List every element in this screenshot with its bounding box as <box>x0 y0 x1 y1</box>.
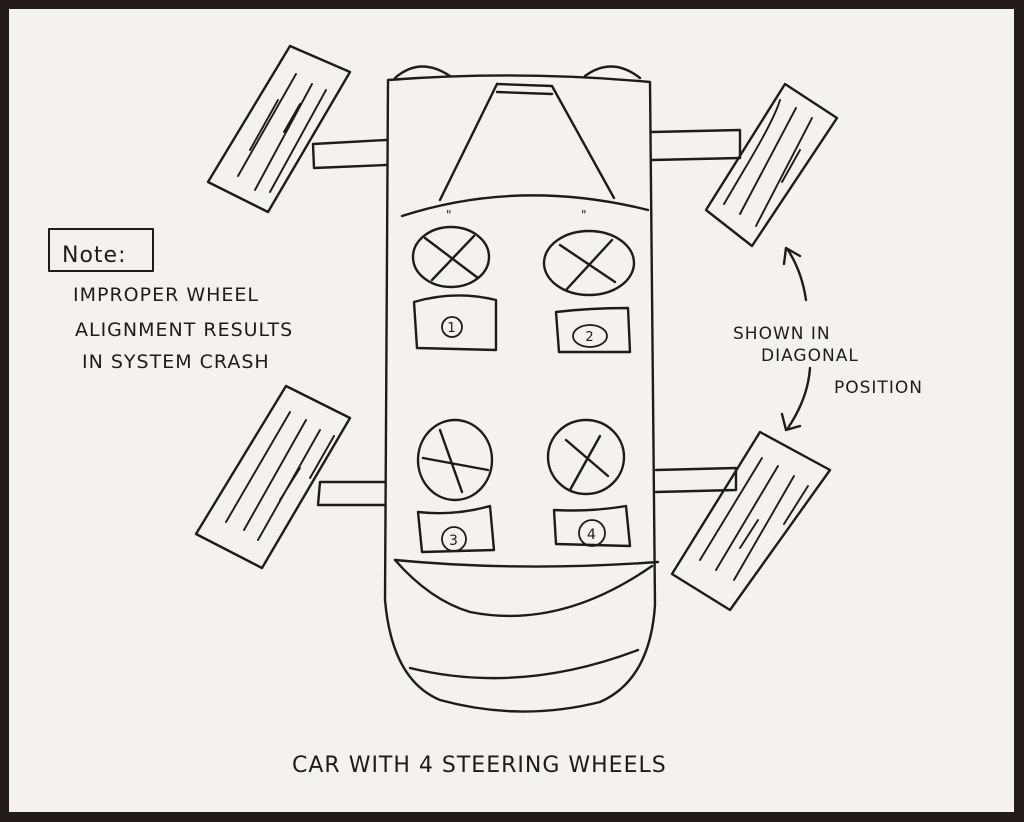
seat-1: 1 <box>412 294 498 352</box>
rear-left-tire <box>194 384 352 570</box>
note-line-3: IN SYSTEM CRASH <box>82 351 270 373</box>
seat-2: 2 <box>554 306 632 354</box>
front-right-axle <box>650 128 742 162</box>
diagonal-annotation: SHOWN IN DIAGONAL POSITION <box>733 324 923 398</box>
note-box: Note: <box>48 228 154 272</box>
annotation-line-1: SHOWN IN <box>733 324 831 344</box>
inner-steering-wheel-3 <box>416 418 494 502</box>
seat-number: 1 <box>447 321 456 336</box>
annotation-line-3: POSITION <box>834 378 923 398</box>
note-text: IMPROPER WHEEL ALIGNMENT RESULTS IN SYST… <box>73 284 293 373</box>
rear-right-tire <box>670 430 832 612</box>
inner-steering-wheel-2: " <box>542 208 636 297</box>
seat-number: 2 <box>585 330 594 345</box>
rear-right-axle <box>654 466 738 494</box>
front-right-tire <box>704 82 839 248</box>
note-line-2: ALIGNMENT RESULTS <box>75 319 293 341</box>
arrow-down-icon <box>780 366 812 432</box>
seat-3: 3 <box>416 504 496 554</box>
car-body <box>383 65 660 713</box>
svg-text:": " <box>581 208 588 222</box>
seat-number: 3 <box>449 533 459 549</box>
front-left-axle <box>311 138 388 170</box>
note-label: Note: <box>62 243 127 268</box>
rear-left-axle <box>316 480 387 507</box>
seat-4: 4 <box>552 504 632 548</box>
caption: CAR WITH 4 STEERING WHEELS <box>292 753 667 778</box>
annotation-line-2: DIAGONAL <box>761 346 859 366</box>
front-left-tire <box>206 44 352 214</box>
arrow-up-icon <box>782 246 808 302</box>
seat-number: 4 <box>587 527 597 543</box>
note-line-1: IMPROPER WHEEL <box>73 284 259 306</box>
svg-text:": " <box>446 208 453 222</box>
inner-steering-wheel-1: " <box>411 208 491 289</box>
inner-steering-wheel-4 <box>546 418 626 496</box>
